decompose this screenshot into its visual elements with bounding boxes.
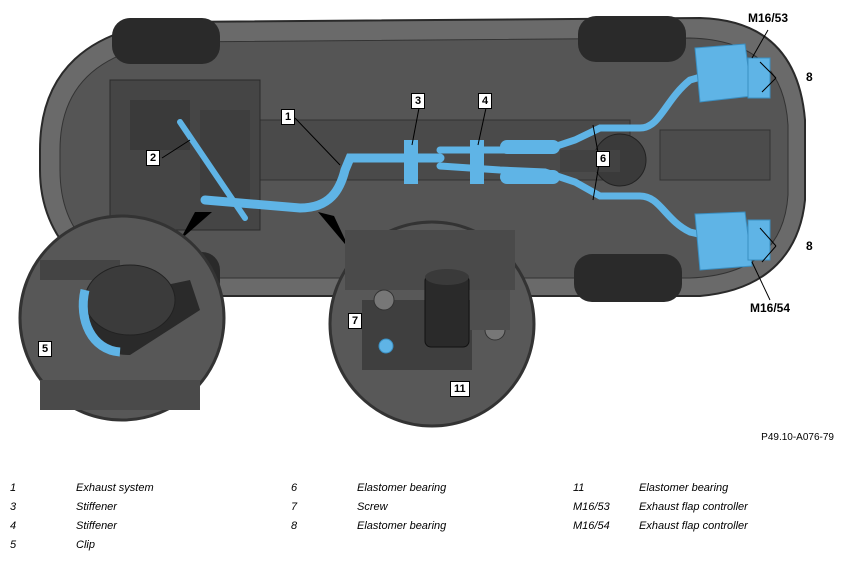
figure-code: P49.10-A076-79 <box>761 432 834 443</box>
legend-code: 1 <box>10 482 17 494</box>
detail-pointer-right <box>318 212 350 250</box>
legend-code: 7 <box>291 501 298 513</box>
detail-bearing-view <box>328 220 536 428</box>
legend-code: 11 <box>573 482 585 494</box>
callout-8-top: 8 <box>806 70 813 84</box>
callout-5: 5 <box>38 341 53 357</box>
callout-6: 6 <box>596 151 611 167</box>
callout-11: 11 <box>450 381 470 397</box>
legend-label: Elastomer bearing <box>357 520 447 532</box>
vehicle-underbody-illustration: 1 2 3 4 5 6 7 8 8 11 M16/53 M16/54 <box>18 11 813 428</box>
legend-label: Elastomer bearing <box>639 482 729 494</box>
callout-3: 3 <box>411 93 426 109</box>
callout-2: 2 <box>146 150 161 166</box>
legend-label: Stiffener <box>76 501 117 513</box>
callout-4: 4 <box>478 93 493 109</box>
callout-1: 1 <box>281 109 296 125</box>
legend-label: Screw <box>357 501 388 513</box>
legend-code: M16/54 <box>573 520 610 532</box>
detail-pointer-left <box>180 212 212 240</box>
callout-8-bottom: 8 <box>806 239 813 253</box>
legend-label: Exhaust flap controller <box>639 501 748 513</box>
exhaust-system <box>177 66 729 244</box>
legend-code: 8 <box>291 520 298 532</box>
legend-code: 3 <box>10 501 17 513</box>
wheel-rear-left <box>578 16 686 62</box>
wheel-front-left <box>112 18 220 64</box>
legend-code: 6 <box>291 482 298 494</box>
legend-label: Stiffener <box>76 520 117 532</box>
rear-silencers <box>694 43 771 271</box>
callout-7: 7 <box>348 313 363 329</box>
legend-code: M16/53 <box>573 501 610 513</box>
detail-clip-view <box>18 214 226 422</box>
callout-m16-53: M16/53 <box>748 11 789 25</box>
callout-m16-54: M16/54 <box>750 301 791 315</box>
legend-code: 4 <box>10 520 17 532</box>
legend-label: Clip <box>76 539 95 551</box>
wheel-rear-right <box>574 254 682 302</box>
legend-label: Exhaust flap controller <box>639 520 748 532</box>
legend-code: 5 <box>10 539 17 551</box>
legend-label: Elastomer bearing <box>357 482 447 494</box>
legend-label: Exhaust system <box>76 482 154 494</box>
